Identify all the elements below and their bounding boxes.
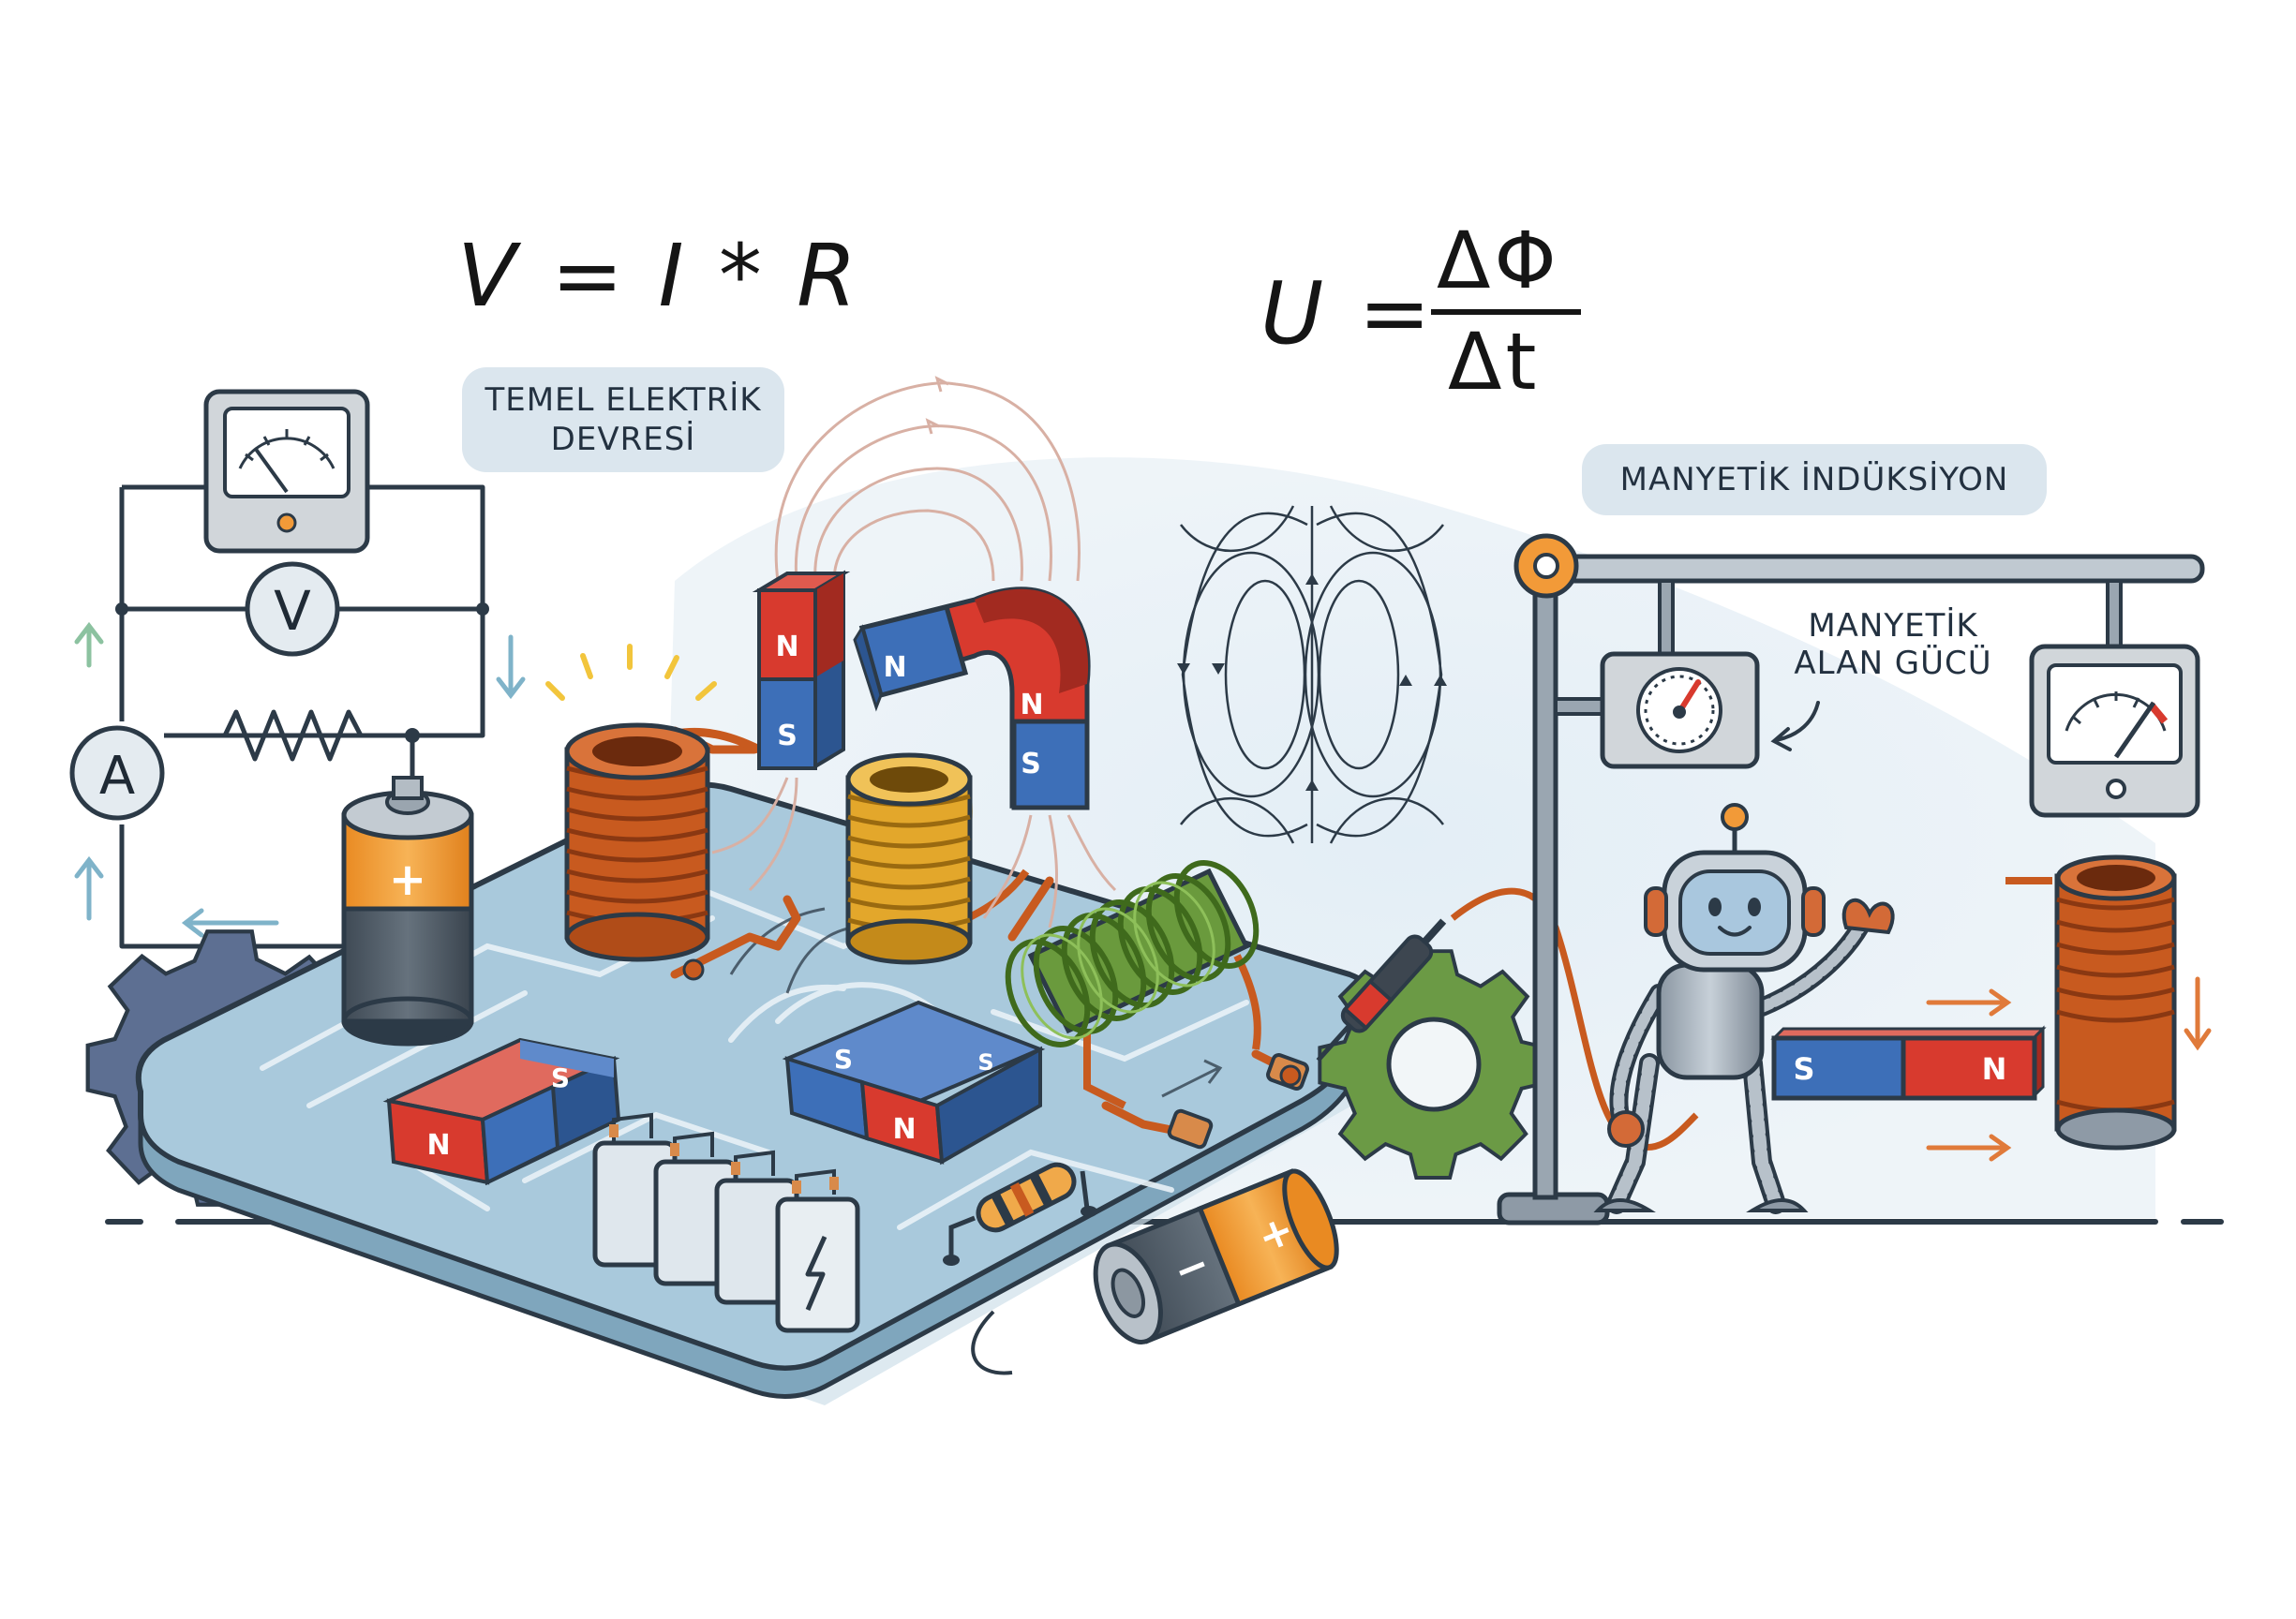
svg-text:N: N	[775, 631, 798, 663]
voltmeter-symbol: V	[245, 561, 340, 657]
panel-meter-top-left	[203, 389, 370, 554]
svg-text:S: S	[777, 720, 798, 752]
current-arrows	[74, 621, 526, 938]
svg-text:V: V	[274, 579, 311, 643]
pointer-arrow	[1770, 701, 1820, 751]
copper-coil-left	[564, 722, 762, 962]
svg-text:N: N	[892, 1113, 916, 1146]
green-coil-horizontal	[1005, 860, 1261, 1109]
svg-text:S: S	[551, 1062, 570, 1093]
induction-equation-numerator: ΔΦ	[1437, 215, 1560, 306]
svg-text:N: N	[883, 651, 906, 684]
copper-traces	[670, 726, 1298, 1138]
field-lines-below	[711, 777, 1117, 928]
label-basic-circuit-line2: DEVRESİ	[550, 421, 696, 458]
svg-text:S: S	[1793, 1051, 1814, 1087]
sparkle-lines	[545, 644, 717, 701]
svg-text:S: S	[834, 1044, 853, 1075]
svg-text:N: N	[426, 1129, 450, 1162]
bar-magnet-horizontal-center: S N S	[782, 1000, 1046, 1166]
battery-vertical: +	[341, 776, 474, 1047]
measurement-stand	[1497, 533, 2205, 1225]
bar-magnet-held: S N	[1770, 1025, 2047, 1101]
capacitor-bank	[592, 1112, 860, 1333]
induction-equation: U = ΔΦ Δt	[1260, 215, 1598, 412]
svg-text:A: A	[99, 746, 135, 807]
label-basic-circuit: TEMEL ELEKTRİK DEVRESİ	[462, 367, 784, 472]
label-magnetic-induction: MANYETİK İNDÜKSİYON	[1582, 444, 2047, 515]
label-field-strength-line2: ALAN GÜCÜ	[1794, 645, 1992, 682]
label-field-strength: MANYETİK ALAN GÜCÜ	[1776, 607, 2010, 682]
label-basic-circuit-line1: TEMEL ELEKTRİK	[485, 381, 762, 419]
gear-green-icon	[1318, 949, 1549, 1180]
induction-equation-lhs: U =	[1260, 263, 1435, 364]
svg-text:S: S	[977, 1049, 993, 1076]
svg-text:+: +	[389, 854, 426, 906]
ohm-law-equation: V = I * R	[457, 226, 861, 326]
dipole-field-lines	[1177, 505, 1447, 844]
fraction-bar	[1431, 309, 1581, 315]
battery-horizontal: + −	[971, 1168, 1339, 1375]
induction-equation-denominator: Δt	[1448, 316, 1541, 408]
gold-coil-middle	[845, 752, 1030, 965]
probe-tool	[1279, 887, 1699, 1151]
svg-text:S: S	[1021, 748, 1041, 780]
label-field-strength-line1: MANYETİK	[1808, 607, 1978, 645]
bar-magnet-horizontal-left: N S	[382, 1037, 621, 1186]
robot-character	[1593, 803, 1895, 1214]
resistor-component	[943, 1162, 1097, 1266]
panel-meter-right	[2029, 644, 2200, 818]
field-arcs-top	[774, 376, 1081, 582]
gauge-meter-left	[1600, 651, 1760, 769]
bar-magnet-vertical: N S	[752, 570, 851, 770]
copper-coil-right	[2005, 854, 2177, 1151]
ammeter-symbol: A	[69, 725, 165, 821]
svg-text:N: N	[1020, 689, 1043, 721]
motion-arrows	[1926, 976, 2212, 1162]
svg-text:N: N	[1982, 1051, 2007, 1087]
resistor-symbol	[164, 709, 412, 762]
horseshoe-magnet: N N S	[853, 587, 1091, 810]
